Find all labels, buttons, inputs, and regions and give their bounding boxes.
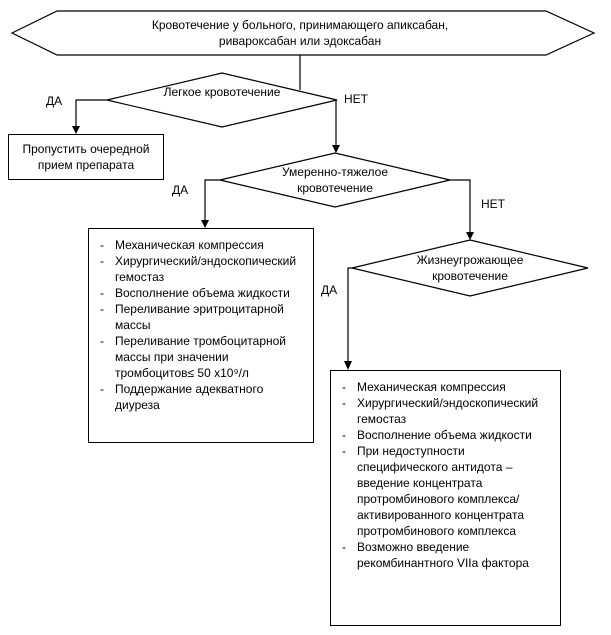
list-item: - Переливание эритроцитарной массы <box>97 301 307 333</box>
life-threatening-treatment-box: - Механическая компрессия - Хирургически… <box>330 370 561 626</box>
list-item-text: Восполнение объема жидкости <box>357 428 532 442</box>
list-item: - Переливание тромбоцитарной массы при з… <box>97 333 307 381</box>
start-node-line2: ривароксабан или эдоксабан <box>218 34 382 48</box>
list-marker: - <box>100 254 104 268</box>
skip-dose-box: Пропустить очередной прием препарата <box>8 134 164 180</box>
decision-life-threatening-diamond <box>351 239 589 297</box>
list-item-text: Возможно введение рекомбинантного VIIa ф… <box>357 540 529 570</box>
list-item: - Хирургический/эндоскопический гемостаз <box>97 253 307 285</box>
list-marker: - <box>342 428 346 442</box>
list-item-text: Восполнение объема жидкости <box>115 286 290 300</box>
arrowhead-mild-yes <box>72 126 80 134</box>
list-item-text: Поддержание адекватного диуреза <box>115 382 264 412</box>
start-node-label: Кровотечение у больного, принимающего ап… <box>60 17 540 49</box>
list-marker: - <box>100 286 104 300</box>
moderate-treatment-box: - Механическая компрессия - Хирургически… <box>88 228 314 443</box>
list-item: - Поддержание адекватного диуреза <box>97 381 307 413</box>
connector-mild-yes <box>75 99 107 127</box>
branch-label-no-moderate: НЕТ <box>481 197 505 211</box>
connector-moderate-no <box>450 179 471 233</box>
arrowhead-moderate-no <box>466 232 474 240</box>
list-item: - Возможно введение рекомбинантного VIIa… <box>339 539 554 571</box>
list-item-text: При недоступности специфического антидот… <box>357 444 524 538</box>
list-marker: - <box>100 382 104 396</box>
list-marker: - <box>342 540 346 554</box>
connector-life-threatening-yes <box>347 267 352 362</box>
list-item: - Восполнение объема жидкости <box>97 285 307 301</box>
list-marker: - <box>100 238 104 252</box>
list-item: - Восполнение объема жидкости <box>339 427 554 443</box>
list-item: - Хирургический/эндоскопический гемостаз <box>339 395 554 427</box>
decision-mild-label: Легкое кровотечение <box>163 85 281 99</box>
list-item-text: Механическая компрессия <box>115 238 264 252</box>
list-item-text: Хирургический/эндоскопический гемостаз <box>115 254 297 284</box>
list-item-text: Переливание тромбоцитарной массы при зна… <box>115 334 286 380</box>
decision-life-threatening-label: Жизнеугрожающее кровотечение <box>416 253 524 283</box>
list-item: - Механическая компрессия <box>339 379 554 395</box>
list-marker: - <box>342 380 346 394</box>
start-hexagon-shape <box>10 10 596 56</box>
branch-label-yes-moderate: ДА <box>172 183 189 197</box>
list-item: - При недоступности специфического антид… <box>339 443 554 539</box>
list-marker: - <box>100 302 104 316</box>
list-item-text: Хирургический/эндоскопический гемостаз <box>357 396 539 426</box>
list-item-text: Переливание эритроцитарной массы <box>115 302 284 332</box>
start-node-line1: Кровотечение у больного, принимающего ап… <box>151 18 449 32</box>
branch-label-yes-life-threatening: ДА <box>321 283 338 297</box>
arrowhead-mild-no <box>332 145 340 153</box>
list-marker: - <box>100 334 104 348</box>
list-marker: - <box>342 396 346 410</box>
connector-moderate-yes <box>204 179 220 221</box>
list-item-text: Механическая компрессия <box>357 380 506 394</box>
decision-moderate-label: Умеренно-тяжелое кровотечение <box>281 165 389 195</box>
decision-mild-diamond <box>106 72 338 128</box>
arrowhead-life-threatening-yes <box>344 361 352 370</box>
arrowhead-moderate-yes <box>201 220 209 228</box>
list-marker: - <box>342 444 346 458</box>
list-item: - Механическая компрессия <box>97 237 307 253</box>
branch-label-no-mild: НЕТ <box>344 92 368 106</box>
branch-label-yes-mild: ДА <box>46 94 63 108</box>
